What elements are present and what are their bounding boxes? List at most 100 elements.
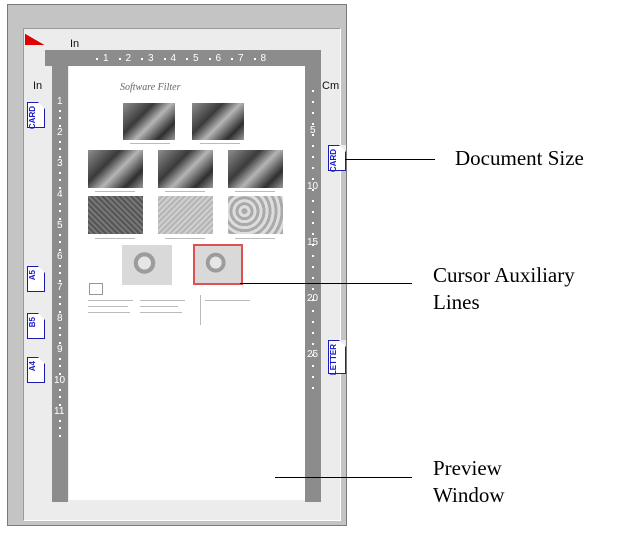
ruler-right-dot: [312, 266, 314, 268]
ruler-right-dot: [312, 134, 314, 136]
ruler-left-label: 1: [57, 96, 63, 107]
ruler-right-dot: [312, 321, 314, 323]
selected-thumbnail[interactable]: [193, 244, 243, 285]
preview-thumbnail: [88, 150, 143, 188]
ruler-top-dot: [118, 58, 121, 60]
ruler-right-label: 5: [310, 125, 316, 136]
ruler-top-label: 6: [215, 53, 222, 64]
ruler-left-label: 11: [54, 406, 65, 417]
preview-thumbnail: [122, 245, 172, 285]
ruler-left-label: 10: [54, 375, 66, 386]
document-size-pointer: [345, 159, 435, 160]
ruler-right-label: 15: [307, 237, 319, 248]
ruler-left-label: 9: [57, 344, 63, 355]
caption-line: [95, 191, 135, 192]
ruler-top-dot: [208, 58, 211, 60]
ruler-left-label: 3: [57, 158, 63, 169]
text-line: [205, 300, 250, 301]
ruler-top-dot: [141, 58, 143, 60]
ruler-left-dot: [59, 303, 61, 305]
preview-callout-2: Window: [433, 483, 505, 507]
ruler-left-dot: [59, 264, 61, 267]
size-icon-card-right[interactable]: CARD: [328, 145, 346, 172]
preview-thumbnail: [88, 196, 143, 234]
origin-corner-icon[interactable]: [25, 33, 47, 45]
ruler-left-dot: [59, 233, 61, 236]
ruler-left-label: 7: [57, 282, 63, 293]
size-icon-letter[interactable]: LETTER: [328, 340, 346, 375]
cursor-aux-callout-2: Lines: [433, 290, 480, 314]
ruler-right-dot: [312, 310, 314, 312]
preview-thumbnail: [123, 103, 175, 140]
ruler-top-dot: [253, 58, 256, 60]
text-line: [88, 306, 128, 307]
ruler-left-dot: [59, 388, 61, 391]
ruler-top-label: 5: [193, 53, 199, 64]
ruler-right-dot: [312, 365, 314, 367]
caption-line: [165, 191, 205, 192]
ruler-left-dot: [59, 326, 61, 329]
ruler-right-dot: [312, 255, 314, 257]
ruler-right-dot: [312, 277, 314, 279]
ruler-right-dot: [312, 101, 314, 103]
ruler-top-dot: [186, 58, 188, 60]
ruler-left-dot: [59, 241, 61, 243]
size-icon-a5[interactable]: A5: [27, 266, 45, 292]
size-icon-a4[interactable]: A4: [27, 357, 45, 383]
ruler-left-dot: [59, 310, 61, 313]
text-divider: [200, 295, 201, 325]
preview-glyph: [89, 283, 103, 295]
ruler-top[interactable]: [45, 50, 305, 66]
ruler-right-dot: [312, 354, 314, 356]
caption-line: [200, 143, 240, 144]
ruler-top-label: 2: [125, 53, 132, 64]
preview-thumbnail: [158, 196, 213, 234]
size-icon-b5[interactable]: B5: [27, 313, 45, 339]
ruler-right-dot: [312, 387, 314, 389]
ruler-right-dot: [312, 288, 314, 290]
preview-doc-title: Software Filter: [120, 82, 181, 93]
ruler-right-dot: [312, 222, 314, 224]
ruler-left-dot: [59, 372, 61, 375]
ruler-left-dot: [59, 109, 61, 112]
ruler-left-dot: [59, 155, 61, 158]
ruler-left-dot: [59, 365, 61, 367]
ruler-left-dot: [59, 357, 61, 360]
ruler-left-dot: [59, 148, 61, 150]
ruler-left-dot: [59, 186, 61, 189]
preview-thumbnail: [158, 150, 213, 188]
caption-line: [95, 238, 135, 239]
document-size-callout: Document Size: [455, 146, 584, 170]
ruler-left-dot: [59, 217, 61, 220]
left-unit-label: In: [33, 80, 43, 92]
ruler-right-dot: [312, 90, 314, 92]
ruler-left-dot: [59, 117, 61, 119]
ruler-left[interactable]: [52, 50, 68, 502]
text-line: [140, 300, 185, 301]
text-line: [88, 300, 133, 301]
caption-line: [165, 238, 205, 239]
ruler-right-dot: [312, 244, 314, 246]
ruler-right-dot: [312, 376, 314, 378]
ruler-left-dot: [59, 427, 61, 429]
ruler-right[interactable]: [305, 50, 321, 502]
ruler-right-dot: [312, 200, 314, 202]
ruler-left-dot: [59, 334, 61, 336]
ruler-right-dot: [312, 156, 314, 158]
ruler-top-label: 7: [238, 53, 244, 64]
caption-line: [235, 238, 275, 239]
ruler-left-dot: [59, 419, 61, 422]
ruler-left-dot: [59, 272, 61, 274]
ruler-left-dot: [59, 403, 61, 406]
ruler-left-label: 8: [57, 313, 63, 324]
ruler-right-dot: [312, 332, 314, 334]
preview-thumbnail: [192, 103, 244, 140]
preview-window-pointer: [275, 477, 412, 478]
ruler-top-dot: [163, 58, 166, 60]
ruler-top-label: 1: [103, 53, 109, 64]
size-icon-card[interactable]: CARD: [27, 102, 45, 129]
ruler-top-dot: [231, 58, 233, 60]
preview-thumbnail: [228, 196, 283, 234]
ruler-left-dot: [59, 171, 61, 174]
ruler-right-dot: [312, 167, 314, 169]
